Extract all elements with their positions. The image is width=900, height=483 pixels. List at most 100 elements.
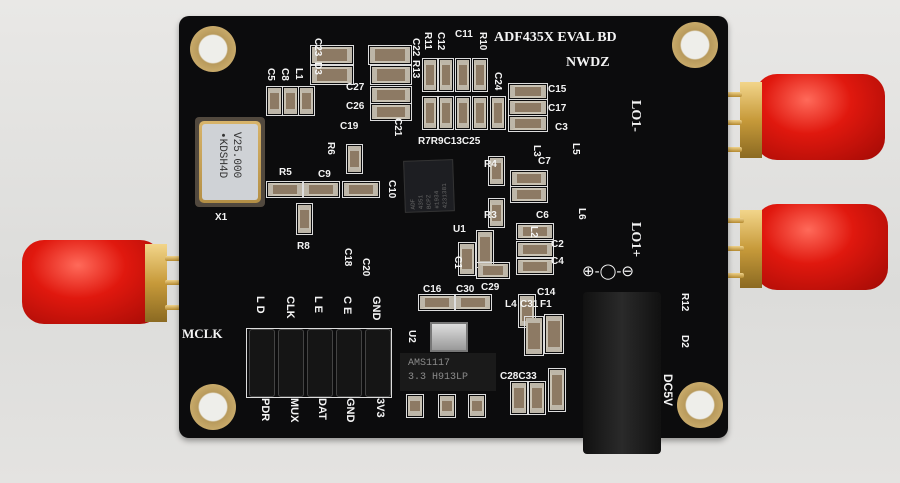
voltage-regulator: AMS1117 3.3 H913LP	[400, 353, 496, 391]
chip-marking: ADF	[409, 198, 417, 210]
ref-d2: D2	[679, 335, 690, 348]
ref-d3: D3	[312, 62, 323, 75]
smd-component	[302, 181, 340, 198]
header-label: L D	[254, 296, 266, 314]
smd-component	[455, 58, 471, 92]
crystal-marking: •KDSH4D	[216, 132, 228, 179]
header-label: C E	[341, 296, 353, 315]
regulator-tab	[430, 322, 468, 352]
smd-component	[476, 230, 494, 268]
smd-component	[370, 86, 412, 104]
ref-c20: C20	[360, 258, 371, 277]
ref-c12: C12	[435, 32, 446, 51]
smd-component	[476, 262, 510, 279]
smd-component	[370, 65, 412, 85]
ref-r5: R5	[279, 167, 292, 178]
ref-l2: L2	[528, 226, 539, 238]
smd-component	[346, 144, 363, 174]
header-label: 3V3	[374, 398, 386, 418]
chip-marking: 4351	[417, 194, 425, 210]
smd-component	[510, 381, 528, 415]
ref-c27: C27	[346, 82, 365, 93]
smd-component	[438, 394, 456, 418]
header-label: GND	[344, 398, 356, 423]
ref-c22: C22	[410, 38, 421, 57]
board-maker: NWDZ	[566, 55, 610, 70]
ref-l6: L6	[576, 208, 587, 220]
smd-component	[508, 83, 548, 100]
smd-component	[544, 314, 564, 354]
ref-c9: C9	[318, 169, 331, 180]
smd-component	[296, 203, 313, 235]
ref-c21: C21	[392, 118, 403, 137]
smd-component	[454, 294, 492, 311]
smd-component	[548, 368, 566, 412]
ref-r12: R12	[679, 293, 690, 312]
ref-c3: C3	[555, 122, 568, 133]
mclk-label: MCLK	[182, 326, 223, 341]
smd-component	[310, 65, 354, 85]
board-title: ADF435X EVAL BD	[494, 30, 617, 45]
lo-minus-label: LO1-	[628, 100, 643, 132]
ref-c11: C11	[455, 29, 473, 40]
ref-c23: C23	[312, 38, 323, 57]
ref-c4: C4	[551, 256, 564, 267]
regulator-marking: AMS1117	[408, 358, 451, 369]
ref-u1: U1	[453, 224, 466, 235]
dc5v-label: DC5V	[661, 374, 675, 407]
crystal-marking: V25.000	[230, 132, 242, 179]
header-label: CLK	[284, 296, 296, 319]
ref-c2: C2	[551, 239, 564, 250]
smd-component	[438, 96, 454, 130]
ref-c16: C16	[423, 284, 442, 295]
chip-marking: #1934	[433, 190, 441, 209]
smd-component	[528, 381, 546, 415]
smd-component	[422, 96, 438, 130]
header-label: L E	[312, 296, 324, 313]
ref-r4: R4	[484, 159, 497, 170]
regulator-marking: 3.3 H913LP	[408, 372, 469, 383]
smd-component	[370, 103, 412, 121]
ref-l1: L1	[293, 68, 304, 80]
smd-component	[282, 86, 299, 116]
smd-component	[472, 58, 488, 92]
header-label: DAT	[316, 398, 328, 420]
mounting-hole	[677, 382, 723, 428]
smd-component	[508, 115, 548, 132]
smd-component	[516, 223, 554, 240]
ref-c18: C18	[342, 248, 353, 267]
ref-c19: C19	[340, 121, 359, 132]
smd-component	[342, 181, 380, 198]
smd-component	[524, 316, 544, 356]
mounting-hole	[190, 384, 236, 430]
smd-component	[406, 394, 424, 418]
smd-component	[438, 58, 454, 92]
smd-component	[472, 96, 488, 130]
chip-marking: BCPZ	[425, 194, 433, 210]
ref-c6: C6	[536, 210, 549, 221]
ref-c8: C8	[279, 68, 290, 81]
ref-c31: C31	[520, 299, 539, 310]
ref-u2: U2	[406, 330, 417, 343]
header-label: GND	[370, 296, 382, 321]
smd-component	[508, 99, 548, 116]
mounting-hole	[190, 26, 236, 72]
ref-c17: C17	[548, 103, 567, 114]
header-label: PDR	[259, 398, 271, 422]
smd-component	[458, 242, 476, 276]
smd-component	[266, 181, 304, 198]
ref-c7: C7	[538, 156, 551, 167]
ref-r3: R3	[484, 210, 497, 221]
smd-component	[516, 241, 554, 258]
smd-component	[510, 170, 548, 187]
smd-component	[368, 45, 412, 65]
ref-c30: C30	[456, 284, 475, 295]
smd-component	[455, 96, 471, 130]
pin-header[interactable]	[246, 328, 392, 398]
smd-component	[266, 86, 283, 116]
ref-l5: L5	[570, 143, 581, 155]
pll-chip: ADF 4351 BCPZ #1934 4231381	[403, 159, 455, 213]
ref-r10: R10	[477, 32, 488, 51]
ref-x1: X1	[215, 212, 228, 223]
dc-power-jack[interactable]	[583, 292, 661, 454]
